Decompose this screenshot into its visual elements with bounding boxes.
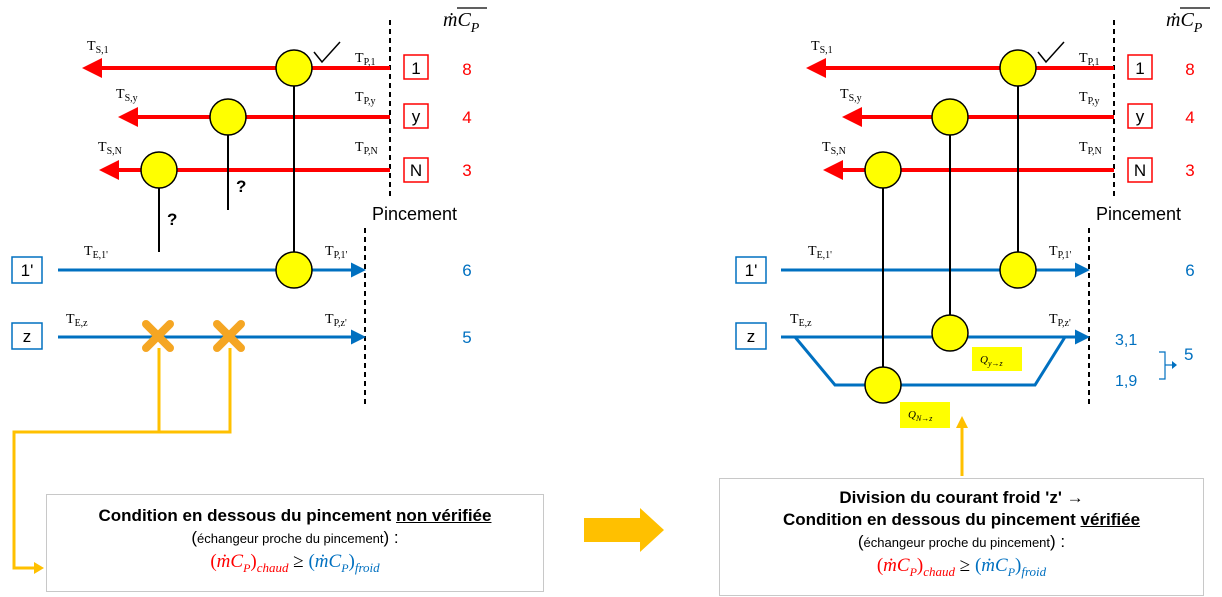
stream-box-n-right xyxy=(1127,157,1153,183)
cold-stream-z-lower-branch xyxy=(793,336,1067,387)
cross-icon-1 xyxy=(142,320,174,352)
condition-title-left: Condition en dessous du pincement non vé… xyxy=(98,506,492,525)
exchanger-y-hot-left xyxy=(209,98,247,136)
condition-note-right: (échangeur proche du pincement) : xyxy=(857,532,1066,551)
tp-label-n-left: TP,N xyxy=(355,140,378,157)
te-label-1p-left: TE,1' xyxy=(84,244,108,261)
exchanger-1-hot-left xyxy=(275,49,313,87)
te-label-z-left: TE,z xyxy=(66,312,88,329)
stream-id-z-right: z xyxy=(747,327,756,346)
mcp-value-y-left: 4 xyxy=(462,108,471,127)
mcp-value-n-right: 3 xyxy=(1185,161,1194,180)
exchanger-1-cold-right xyxy=(999,251,1037,289)
tp-label-n-right: TP,N xyxy=(1079,140,1102,157)
condition-formula-left: (ṁCP)chaud ≥ (ṁCP)froid xyxy=(210,551,380,575)
condition-subtitle-right: Division du courant froid 'z' → xyxy=(839,488,1084,507)
stream-id-n-right: N xyxy=(1134,161,1146,180)
mcp-value-1-right: 8 xyxy=(1185,60,1194,79)
transition-arrow-icon xyxy=(584,508,664,552)
stream-id-1p-right: 1' xyxy=(745,261,758,280)
stream-box-n-left xyxy=(403,157,429,183)
exchanger-n-hot-left xyxy=(140,151,178,189)
mcp-value-n-left: 3 xyxy=(462,161,471,180)
stream-box-1-right xyxy=(1127,54,1153,80)
tp-label-1p-left: TP,1' xyxy=(325,244,348,261)
cross-icon-2 xyxy=(213,320,245,352)
mcp-value-1-left: 8 xyxy=(462,60,471,79)
question-mark-n: ? xyxy=(167,210,177,229)
condition-formula-right: (ṁCP)chaud ≥ (ṁCP)froid xyxy=(876,555,1047,579)
te-label-1p-right: TE,1' xyxy=(808,244,832,261)
stream-id-1-left: 1 xyxy=(411,59,420,78)
exchanger-y-hot-right xyxy=(931,98,969,136)
tp-label-1p-right: TP,1' xyxy=(1049,244,1072,261)
split-bracket-arrow xyxy=(1172,361,1177,369)
q-label-y-z: Qy→z xyxy=(980,354,1004,368)
stream-box-y-right xyxy=(1127,103,1153,129)
exchanger-1-hot-right xyxy=(999,49,1037,87)
condition-box-right: Division du courant froid 'z' → Conditio… xyxy=(719,478,1204,596)
split-mcp-total: 5 xyxy=(1184,345,1193,364)
stream-id-y-left: y xyxy=(412,107,421,126)
stream-id-1-right: 1 xyxy=(1135,59,1144,78)
tp-label-1-right: TP,1 xyxy=(1079,51,1100,68)
connector-arrow-head xyxy=(34,562,44,574)
tp-label-1-left: TP,1 xyxy=(355,51,376,68)
pinch-label-left: Pincement xyxy=(372,204,457,224)
q-label-bg-y-z xyxy=(972,347,1022,371)
exchanger-n-cold-right xyxy=(864,366,902,404)
stream-id-z-left: z xyxy=(23,327,32,346)
tp-label-y-left: TP,y xyxy=(355,90,376,107)
stream-box-z-left xyxy=(11,322,43,350)
ts-label-y-left: TS,y xyxy=(116,87,138,104)
q-label-n-z: QN→z xyxy=(908,409,933,423)
stream-box-1p-left xyxy=(11,256,43,284)
condition-box-left: Condition en dessous du pincement non vé… xyxy=(46,494,544,592)
stream-id-n-left: N xyxy=(410,161,422,180)
question-mark-y: ? xyxy=(236,177,246,196)
stream-box-1p-right xyxy=(735,256,767,284)
ts-label-n-right: TS,N xyxy=(822,140,846,157)
tp-label-z-left: TP,z' xyxy=(325,312,347,329)
tp-label-y-right: TP,y xyxy=(1079,90,1100,107)
mcp-header-left: ṁCP xyxy=(443,9,480,36)
exchanger-1-cold-left xyxy=(275,251,313,289)
ts-label-n-left: TS,N xyxy=(98,140,122,157)
connector-up-arrow-head xyxy=(956,416,968,428)
q-label-bg-n-z xyxy=(900,402,950,428)
stream-box-1-left xyxy=(403,54,429,80)
split-mcp-upper: 3,1 xyxy=(1115,332,1137,349)
stream-id-y-right: y xyxy=(1136,107,1145,126)
te-label-z-right: TE,z xyxy=(790,312,812,329)
tp-label-z-right: TP,z' xyxy=(1049,312,1071,329)
stream-id-1p-left: 1' xyxy=(21,261,34,280)
check-mark-icon xyxy=(313,41,341,64)
condition-note-left: (échangeur proche du pincement) : xyxy=(191,528,399,547)
connector-to-condition-box xyxy=(12,348,232,570)
mcp-value-1p-right: 6 xyxy=(1185,261,1194,280)
mcp-value-1p-left: 6 xyxy=(462,261,471,280)
stream-box-z-right xyxy=(735,322,767,350)
mcp-header-right: ṁCP xyxy=(1166,9,1203,36)
condition-title-right: Condition en dessous du pincement vérifi… xyxy=(782,510,1141,529)
ts-label-1-right: TS,1 xyxy=(811,39,833,56)
mcp-value-z-left: 5 xyxy=(462,328,471,347)
ts-label-y-right: TS,y xyxy=(840,87,862,104)
ts-label-1-left: TS,1 xyxy=(87,39,109,56)
split-bracket xyxy=(1159,351,1166,380)
exchanger-y-cold-right xyxy=(931,314,969,352)
split-mcp-lower: 1,9 xyxy=(1115,373,1137,390)
pinch-label-right: Pincement xyxy=(1096,204,1181,224)
mcp-value-y-right: 4 xyxy=(1185,108,1194,127)
check-mark-icon-right xyxy=(1037,41,1065,64)
stream-box-y-left xyxy=(403,103,429,129)
exchanger-n-hot-right xyxy=(864,151,902,189)
